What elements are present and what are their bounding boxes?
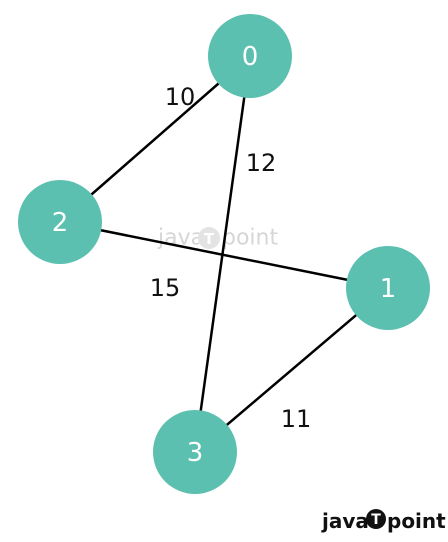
node-2: 2 xyxy=(18,180,102,264)
node-1-circle xyxy=(346,246,430,330)
edge-weight-1-3: 11 xyxy=(281,405,312,433)
watermark: java T point xyxy=(157,226,278,251)
brand-logo: java T point xyxy=(321,509,446,533)
node-1: 1 xyxy=(346,246,430,330)
node-0-circle xyxy=(208,14,292,98)
node-2-circle xyxy=(18,180,102,264)
edge-weight-2-1: 15 xyxy=(150,274,181,302)
edge-0-2 xyxy=(59,55,251,223)
logo-text-left: java xyxy=(321,509,369,533)
edge-1-3 xyxy=(194,287,389,453)
node-3: 3 xyxy=(153,410,237,494)
node-3-label: 3 xyxy=(187,438,204,468)
edge-weight-0-3: 12 xyxy=(246,149,277,177)
logo-text-right: point xyxy=(387,509,446,533)
edge-weight-0-2: 10 xyxy=(165,83,196,111)
svg-text:T: T xyxy=(204,230,215,248)
node-0: 0 xyxy=(208,14,292,98)
node-1-label: 1 xyxy=(380,274,397,304)
logo-t-icon: T xyxy=(366,509,386,529)
node-2-label: 2 xyxy=(52,208,69,238)
watermark-t-icon: T xyxy=(198,227,220,249)
svg-text:T: T xyxy=(371,512,381,528)
watermark-text-right: point xyxy=(222,226,278,251)
node-3-circle xyxy=(153,410,237,494)
node-0-label: 0 xyxy=(242,42,259,72)
edge-2-1 xyxy=(59,220,389,290)
